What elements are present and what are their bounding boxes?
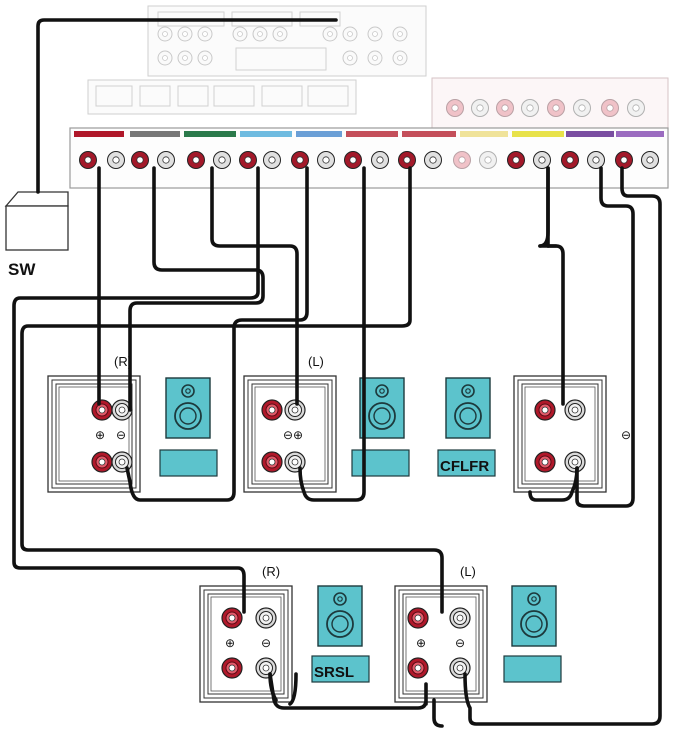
surround-right-minus-mark: ⊖ bbox=[261, 636, 271, 650]
surround-left-plus-mark: ⊕ bbox=[416, 636, 426, 650]
subwoofer-label: SW bbox=[8, 260, 36, 279]
front-left-tag-box bbox=[351, 449, 410, 477]
front-left-minus-plus-mark: ⊖⊕ bbox=[283, 428, 303, 442]
surround-right-plus-mark: ⊕ bbox=[225, 636, 235, 650]
front-left-position-label: (L) bbox=[308, 354, 324, 369]
surround-right-tag-text: SRSL bbox=[314, 664, 354, 681]
surround-right-position-label: (R) bbox=[262, 564, 280, 579]
center-speaker-icon bbox=[445, 377, 491, 439]
receiver-label-strips bbox=[74, 131, 664, 137]
center-minus-mark: ⊖ bbox=[621, 428, 631, 442]
front-right-position-label: (R) bbox=[114, 354, 132, 369]
surround-right-tag-box bbox=[311, 655, 370, 683]
surround-right-speaker-icon bbox=[317, 585, 363, 647]
surround-left-tag-box bbox=[503, 655, 562, 683]
subwoofer bbox=[4, 191, 69, 251]
receiver-rear-panel bbox=[69, 5, 669, 189]
front-right-speaker-icon bbox=[165, 377, 211, 439]
front-right-plus-mark: ⊕ bbox=[95, 428, 105, 442]
center-terminal-panel bbox=[513, 375, 607, 493]
speaker-cables bbox=[12, 18, 662, 728]
surround-left-speaker-icon bbox=[511, 585, 557, 647]
front-right-minus-mark: ⊖ bbox=[116, 428, 126, 442]
surround-left-minus-mark: ⊖ bbox=[455, 636, 465, 650]
center-tag-text: CFLFR bbox=[440, 458, 489, 475]
front-right-terminal-panel bbox=[47, 375, 141, 493]
center-tag-box bbox=[437, 449, 496, 477]
front-left-speaker-icon bbox=[359, 377, 405, 439]
front-right-tag-box bbox=[159, 449, 218, 477]
surround-right-terminal-panel bbox=[199, 585, 293, 703]
surround-left-position-label: (L) bbox=[460, 564, 476, 579]
